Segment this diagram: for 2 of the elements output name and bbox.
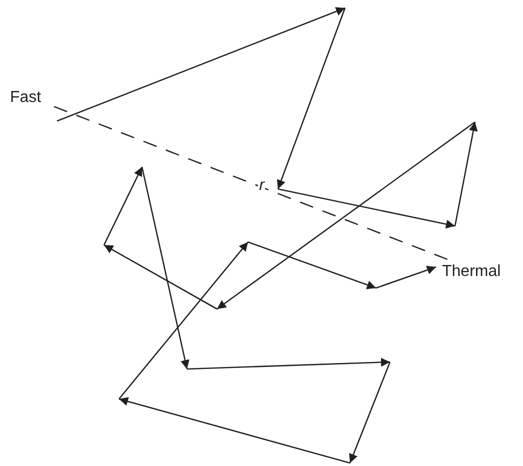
point-label: Fast xyxy=(10,88,54,108)
point-label: Thermal xyxy=(442,262,518,282)
